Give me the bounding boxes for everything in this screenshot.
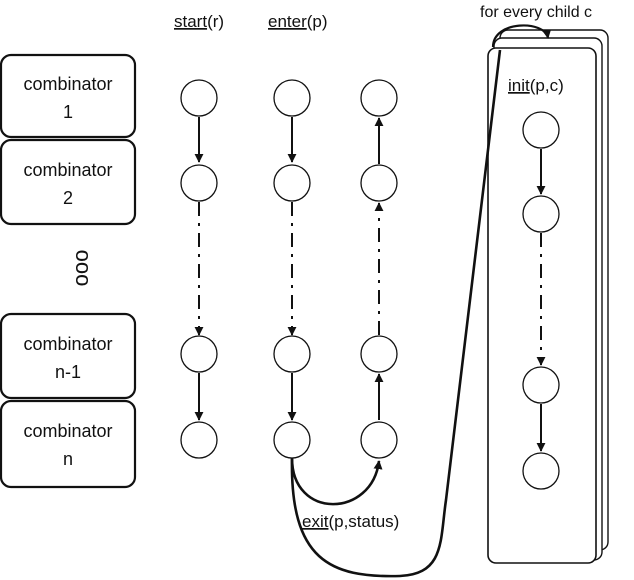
combinator-box-1: combinator 1 [0, 53, 137, 139]
start-node-n-1 [180, 335, 218, 373]
combinator-box-n: combinator n [0, 399, 137, 489]
enter-to-init-connector [290, 49, 502, 578]
combinator-box-1-label: combinator [23, 74, 112, 94]
start-node-n [180, 421, 218, 459]
enter-to-exit-arrow [290, 457, 383, 506]
start-node-2 [180, 164, 218, 202]
init-method-args: (p,c) [530, 76, 564, 95]
exit-method-args: (p,status) [328, 512, 399, 531]
start-column-header: start(r) [174, 12, 224, 31]
combinator-box-n-label: combinator [23, 421, 112, 441]
start-node-1 [180, 79, 218, 117]
exit-column [360, 79, 398, 459]
exit-node-n-1 [360, 335, 398, 373]
combinator-box-n-1-index: n-1 [55, 362, 81, 382]
enter-method-name: enter [268, 12, 307, 31]
init-method-name: init [508, 76, 530, 95]
start-method-name: start [174, 12, 207, 31]
loop-label: for every child c [480, 4, 592, 21]
init-node-1 [522, 111, 560, 149]
exit-node-1 [360, 79, 398, 117]
init-node-n-1 [522, 366, 560, 404]
ellipsis-marker: ooo [71, 250, 96, 287]
combinator-box-2-index: 2 [63, 188, 73, 208]
start-column [180, 79, 218, 459]
enter-method-args: (p) [307, 12, 328, 31]
exit-method-name: exit [302, 512, 329, 531]
combinator-box-n-index: n [63, 449, 73, 469]
combinator-box-2-label: combinator [23, 160, 112, 180]
combinator-stack: combinator 1 combinator 2 ooo combinator… [0, 53, 137, 489]
combinator-box-n-1: combinator n-1 [0, 312, 137, 400]
enter-node-1 [273, 79, 311, 117]
combinator-box-2: combinator 2 [0, 138, 137, 226]
enter-column-header: enter(p) [268, 12, 328, 31]
start-method-args: (r) [207, 12, 224, 31]
init-node-2 [522, 195, 560, 233]
enter-node-n [273, 421, 311, 459]
loop-arrow [491, 24, 552, 48]
enter-node-2 [273, 164, 311, 202]
init-node-n [522, 452, 560, 490]
exit-label: exit(p,status) [302, 512, 399, 531]
enter-column [273, 79, 311, 459]
enter-node-n-1 [273, 335, 311, 373]
combinator-box-1-index: 1 [63, 102, 73, 122]
exit-node-2 [360, 164, 398, 202]
combinator-box-n-1-label: combinator [23, 334, 112, 354]
exit-node-n [360, 421, 398, 459]
init-column-header: init(p,c) [508, 76, 564, 95]
init-column [522, 111, 560, 490]
